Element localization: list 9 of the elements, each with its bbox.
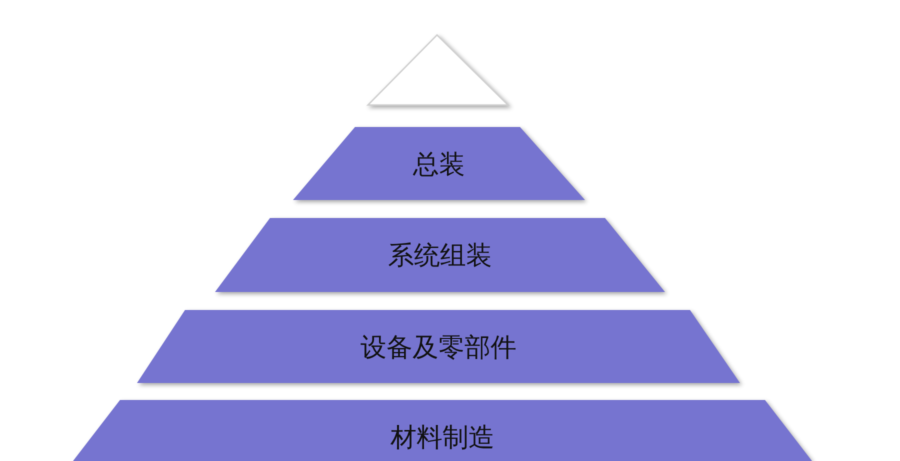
tier-label: 设备及零部件 <box>360 332 516 364</box>
tier-label: 总装 <box>413 148 465 182</box>
pyramid-tier <box>215 218 665 292</box>
pyramid-tier <box>293 127 585 200</box>
pyramid-apex-triangle <box>368 35 508 105</box>
tier-label: 系统组装 <box>388 240 492 273</box>
tier-label: 材料制造 <box>390 422 494 455</box>
pyramid-tier <box>137 310 740 383</box>
pyramid-tier <box>73 400 812 461</box>
